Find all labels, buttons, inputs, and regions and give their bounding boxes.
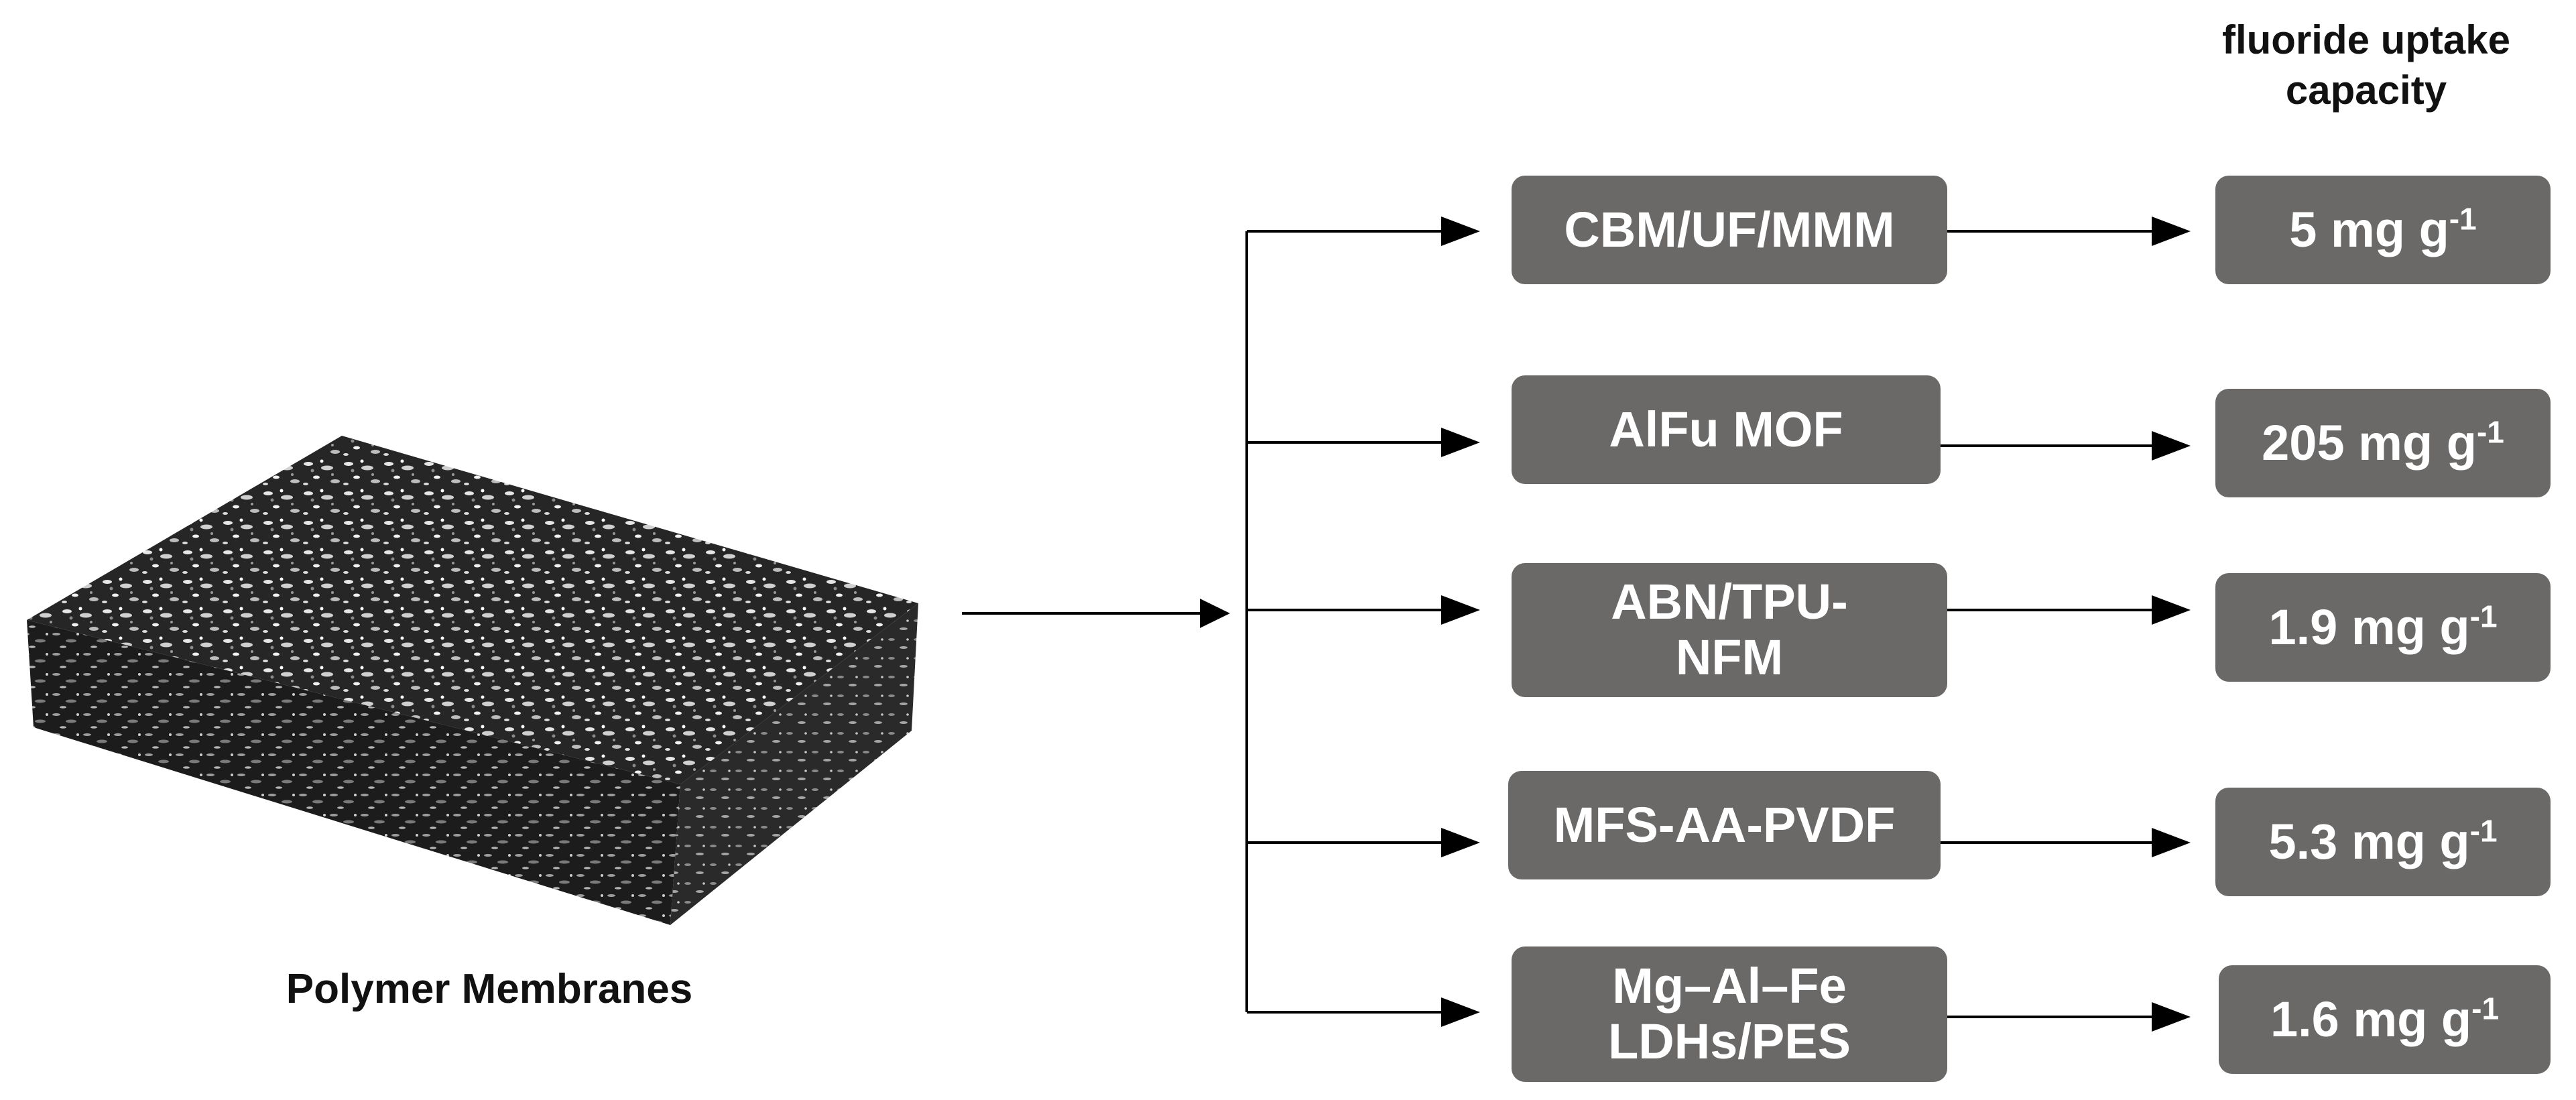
capacity-arrowhead-4 [2152,828,2191,857]
membrane-name-4-line-1: MFS-AA-PVDF [1553,796,1896,853]
capacity-box-4: 5.3 mg g-1 [2215,788,2551,896]
membrane-box-5: Mg–Al–Fe LDHs/PES [1512,946,1947,1082]
branch-arrowhead-3 [1441,595,1480,625]
capacity-box-1: 5 mg g-1 [2215,176,2551,284]
membrane-caption: Polymer Membranes [286,966,693,1012]
membrane-box-1: CBM/UF/MMM [1512,176,1947,284]
membrane-name-1-line-1: CBM/UF/MMM [1564,201,1895,257]
capacity-box-5: 1.6 mg g-1 [2219,965,2551,1074]
capacity-arrowhead-5 [2152,1002,2191,1032]
capacity-box-3: 1.9 mg g-1 [2215,573,2551,682]
capacity-box-2: 205 mg g-1 [2215,389,2551,497]
membrane-box-4: MFS-AA-PVDF [1508,771,1941,879]
membrane-name-5-line-2: LDHs/PES [1608,1014,1851,1069]
branch-arrowhead-4 [1441,828,1480,857]
membrane-side-face [670,603,918,925]
capacity-column-header: fluoride uptake capacity [2165,15,2567,115]
capacity-value-5: 1.6 mg g [2270,991,2472,1047]
membrane-name-5-line-1: Mg–Al–Fe [1612,958,1847,1014]
capacity-exponent-4: -1 [2469,812,2498,848]
membrane-name-3-line-1: ABN/TPU- [1611,574,1848,630]
capacity-exponent-2: -1 [2476,414,2504,449]
membrane-name-2-line-1: AlFu MOF [1609,401,1843,457]
capacity-arrowhead-2 [2152,431,2191,461]
capacity-arrowhead-1 [2152,217,2191,246]
membrane-box-3: ABN/TPU- NFM [1512,563,1947,697]
capacity-exponent-1: -1 [2449,200,2477,236]
capacity-value-2: 205 mg g [2262,414,2477,471]
membrane-front-face [27,620,680,925]
capacity-exponent-3: -1 [2469,598,2498,633]
capacity-arrowhead-3 [2152,595,2191,625]
membrane-name-3-line-2: NFM [1675,629,1784,685]
membrane-top-face [27,436,918,784]
membrane-box-2: AlFu MOF [1512,375,1941,484]
main-arrowhead [1200,599,1230,628]
header-line-1: fluoride uptake [2221,17,2511,62]
capacity-value-3: 1.9 mg g [2268,599,2470,655]
membrane-texture-image [27,436,918,925]
capacity-value-4: 5.3 mg g [2268,813,2470,869]
header-line-2: capacity [2285,68,2447,113]
branch-arrowhead-5 [1441,997,1480,1027]
capacity-value-1: 5 mg g [2289,201,2449,257]
capacity-exponent-5: -1 [2471,990,2500,1026]
branch-arrowhead-1 [1441,217,1480,246]
branch-arrowhead-2 [1441,428,1480,457]
